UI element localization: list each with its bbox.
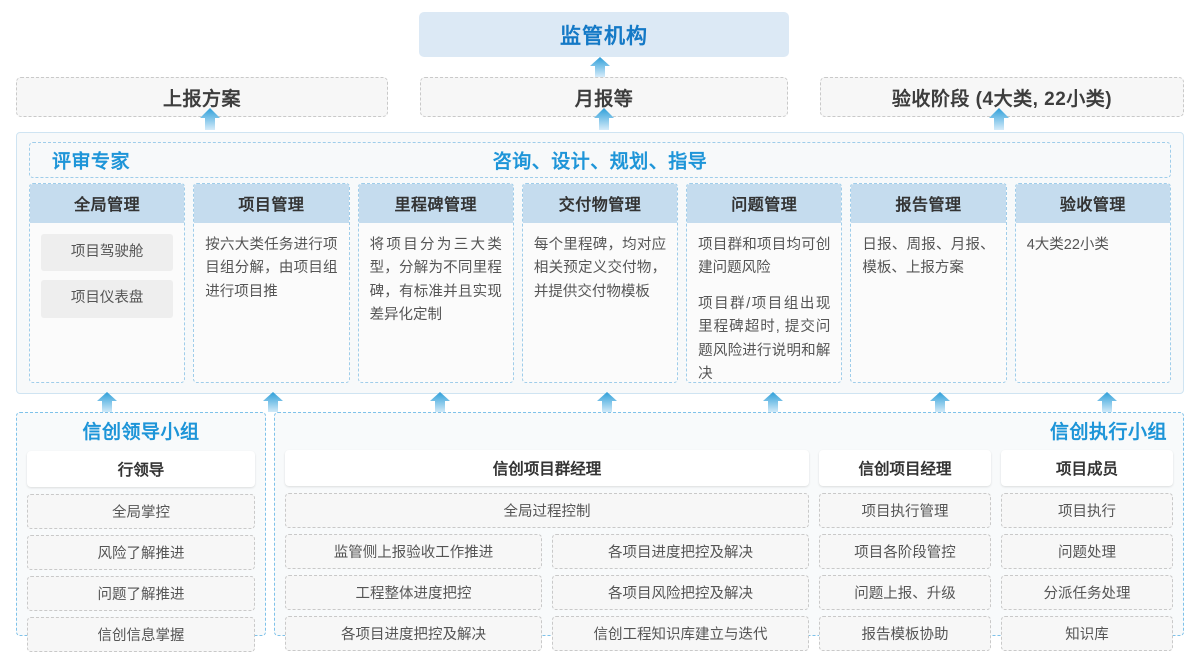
execution-role-columns: 信创项目群经理 全局过程控制 监管侧上报验收工作推进 各项目进度把控及解决 工程… xyxy=(285,449,1173,651)
review-expert-label: 评审专家 xyxy=(52,151,131,173)
card-paragraph: 将项目分为三大类型，分解为不同里程碑，有标准并且实现差异化定制 xyxy=(369,237,502,324)
card-title: 交付物管理 xyxy=(522,184,678,223)
list-item[interactable]: 风险了解推进 xyxy=(27,534,255,570)
leadership-duty-list: 全局掌控 风险了解推进 问题了解推进 信创信息掌握 xyxy=(27,493,255,652)
capability-panel-header: 评审专家 咨询、设计、规划、指导 xyxy=(29,142,1171,178)
project-manager-duty-list: 项目执行管理 项目各阶段管控 问题上报、升级 报告模板协助 xyxy=(819,492,991,651)
channel-label: 月报等 xyxy=(574,88,634,110)
duty-row: 工程整体进度把控 各项目风险把控及解决 xyxy=(285,574,809,610)
channel-label: 上报方案 xyxy=(162,88,241,110)
arrow-up-icon xyxy=(1096,392,1118,412)
list-item[interactable]: 各项目进度把控及解决 xyxy=(285,615,542,651)
capability-card-issue[interactable]: 问题管理 项目群和项目均可创建问题风险 项目群/项目组出现里程碑超时, 提交问题… xyxy=(686,183,843,383)
capability-card-list: 全局管理 项目驾驶舱 项目仪表盘 项目管理 按六大类任务进行项目组分解，由项目组… xyxy=(29,183,1171,383)
arrow-up-icon xyxy=(96,392,118,412)
program-manager-duty-list: 全局过程控制 监管侧上报验收工作推进 各项目进度把控及解决 工程整体进度把控 各… xyxy=(285,492,809,651)
list-item[interactable]: 项目执行管理 xyxy=(819,492,991,528)
execution-group-title: 信创执行小组 xyxy=(1049,422,1167,443)
card-body: 日报、周报、月报、模板、上报方案 xyxy=(851,223,1005,382)
leadership-group-title: 信创领导小组 xyxy=(82,422,200,443)
role-project-member[interactable]: 项目成员 xyxy=(1001,449,1173,486)
card-body: 按六大类任务进行项目组分解，由项目组进行项目推 xyxy=(194,223,348,382)
list-item[interactable]: 项目执行 xyxy=(1001,492,1173,528)
regulator-label: 监管机构 xyxy=(560,24,648,48)
capability-card-project[interactable]: 项目管理 按六大类任务进行项目组分解，由项目组进行项目推 xyxy=(193,183,350,383)
capability-card-deliverable[interactable]: 交付物管理 每个里程碑，均对应相关预定义交付物，并提供交付物模板 xyxy=(521,183,679,383)
list-item[interactable]: 知识库 xyxy=(1001,615,1173,651)
card-paragraph: 每个里程碑，均对应相关预定义交付物，并提供交付物模板 xyxy=(533,237,667,300)
capability-card-milestone[interactable]: 里程碑管理 将项目分为三大类型，分解为不同里程碑，有标准并且实现差异化定制 xyxy=(357,183,514,383)
consulting-label: 咨询、设计、规划、指导 xyxy=(492,151,708,173)
channel-box-report-plan[interactable]: 上报方案 xyxy=(16,77,388,117)
card-title: 报告管理 xyxy=(851,184,1006,223)
arrow-up-icon xyxy=(762,392,784,412)
channel-box-acceptance-stage[interactable]: 验收阶段 (4大类, 22小类) xyxy=(820,77,1184,117)
arrow-up-icon xyxy=(429,392,451,412)
list-item[interactable]: 分派任务处理 xyxy=(1001,574,1173,610)
arrow-up-icon xyxy=(589,57,611,77)
list-item[interactable]: 工程整体进度把控 xyxy=(285,574,542,610)
list-item[interactable]: 监管侧上报验收工作推进 xyxy=(285,533,542,569)
regulator-banner: 监管机构 xyxy=(419,12,789,57)
list-item[interactable]: 各项目进度把控及解决 xyxy=(552,533,809,569)
list-item[interactable]: 信创工程知识库建立与迭代 xyxy=(552,615,809,651)
role-project-manager[interactable]: 信创项目经理 xyxy=(819,449,991,486)
card-paragraph: 日报、周报、月报、模板、上报方案 xyxy=(862,237,995,277)
role-bank-leader[interactable]: 行领导 xyxy=(27,450,255,487)
card-title: 问题管理 xyxy=(687,184,842,223)
arrow-up-icon xyxy=(929,392,951,412)
card-body: 4大类22小类 xyxy=(1016,223,1170,382)
capability-card-global[interactable]: 全局管理 项目驾驶舱 项目仪表盘 xyxy=(29,183,186,383)
list-item[interactable]: 问题上报、升级 xyxy=(819,574,991,610)
card-body: 将项目分为三大类型，分解为不同里程碑，有标准并且实现差异化定制 xyxy=(359,223,513,382)
capability-card-acceptance[interactable]: 验收管理 4大类22小类 xyxy=(1014,183,1171,383)
project-member-duty-list: 项目执行 问题处理 分派任务处理 知识库 xyxy=(1001,492,1173,651)
list-item[interactable]: 信创信息掌握 xyxy=(27,616,255,652)
card-paragraph: 项目群和项目均可创建问题风险 xyxy=(698,237,831,277)
execution-column-program-manager: 信创项目群经理 全局过程控制 监管侧上报验收工作推进 各项目进度把控及解决 工程… xyxy=(285,449,809,651)
arrow-up-icon xyxy=(199,108,221,130)
role-program-manager[interactable]: 信创项目群经理 xyxy=(285,449,809,486)
arrow-up-icon xyxy=(988,108,1010,130)
list-item[interactable]: 报告模板协助 xyxy=(819,615,991,651)
card-body: 项目驾驶舱 项目仪表盘 xyxy=(30,223,184,382)
card-title: 项目管理 xyxy=(194,184,349,223)
execution-column-project-member: 项目成员 项目执行 问题处理 分派任务处理 知识库 xyxy=(1001,449,1173,651)
card-pill[interactable]: 项目仪表盘 xyxy=(41,280,174,318)
capability-card-report[interactable]: 报告管理 日报、周报、月报、模板、上报方案 xyxy=(850,183,1007,383)
card-body: 每个里程碑，均对应相关预定义交付物，并提供交付物模板 xyxy=(523,223,677,382)
list-item[interactable]: 全局过程控制 xyxy=(285,492,809,528)
channel-label: 验收阶段 (4大类, 22小类) xyxy=(891,88,1113,110)
card-paragraph: 4大类22小类 xyxy=(1026,237,1109,253)
arrow-up-icon xyxy=(262,392,284,412)
card-paragraph: 项目群/项目组出现里程碑超时, 提交问题风险进行说明和解决 xyxy=(698,295,831,383)
card-title: 验收管理 xyxy=(1015,184,1170,223)
duty-row: 监管侧上报验收工作推进 各项目进度把控及解决 xyxy=(285,533,809,569)
duty-row: 各项目进度把控及解决 信创工程知识库建立与迭代 xyxy=(285,615,809,651)
list-item[interactable]: 项目各阶段管控 xyxy=(819,533,991,569)
card-title: 全局管理 xyxy=(30,184,185,223)
card-body: 项目群和项目均可创建问题风险 项目群/项目组出现里程碑超时, 提交问题风险进行说… xyxy=(687,223,841,383)
card-pill[interactable]: 项目驾驶舱 xyxy=(41,234,174,272)
card-title: 里程碑管理 xyxy=(358,184,513,223)
execution-column-project-manager: 信创项目经理 项目执行管理 项目各阶段管控 问题上报、升级 报告模板协助 xyxy=(819,449,991,651)
capability-panel: 评审专家 咨询、设计、规划、指导 全局管理 项目驾驶舱 项目仪表盘 项目管理 按… xyxy=(16,132,1184,394)
list-item[interactable]: 各项目风险把控及解决 xyxy=(552,574,809,610)
leadership-group-panel: 信创领导小组 行领导 全局掌控 风险了解推进 问题了解推进 信创信息掌握 xyxy=(16,412,266,652)
arrow-up-icon xyxy=(593,108,615,130)
list-item[interactable]: 全局掌控 xyxy=(27,493,255,529)
list-item[interactable]: 问题了解推进 xyxy=(27,575,255,611)
arrow-up-icon xyxy=(596,392,618,412)
list-item[interactable]: 问题处理 xyxy=(1001,533,1173,569)
card-paragraph: 按六大类任务进行项目组分解，由项目组进行项目推 xyxy=(205,237,338,300)
execution-group-panel: 信创执行小组 信创项目群经理 全局过程控制 监管侧上报验收工作推进 各项目进度把… xyxy=(274,412,1184,651)
